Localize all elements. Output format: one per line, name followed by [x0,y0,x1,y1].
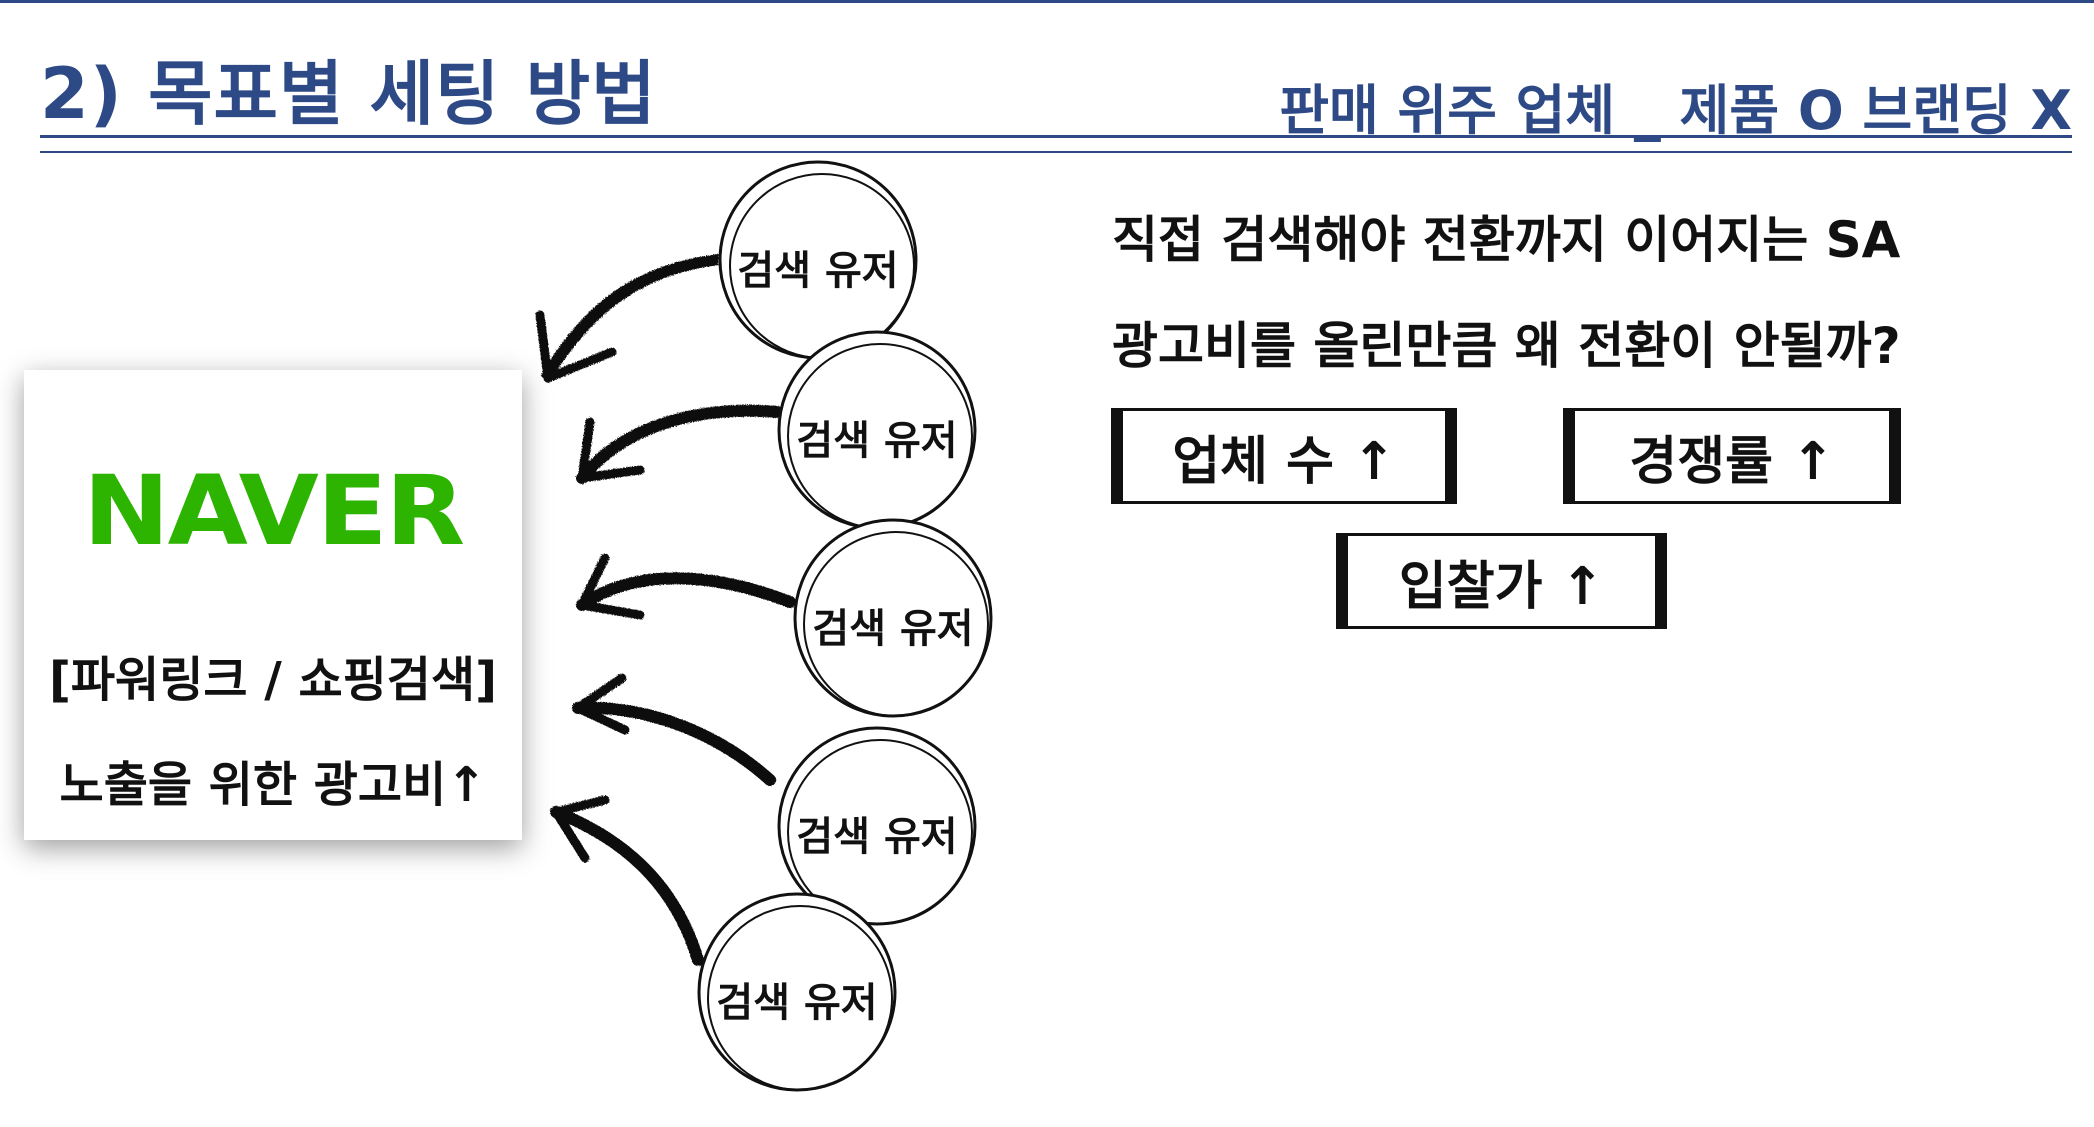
question-line-1: 직접 검색해야 전환까지 이어지는 SA [1112,211,1901,269]
factor-box-competition-rate: 경쟁률 ↑ [1563,408,1901,504]
factor-box-competitor-count: 업체 수 ↑ [1111,408,1457,504]
search-user-circle-3 [793,518,993,718]
arrow-3 [576,553,796,620]
search-user-label-5: 검색 유저 [716,980,878,1026]
naver-card-line-1: [파워링크 / 쇼핑검색] [48,652,498,708]
search-user-label-2: 검색 유저 [796,418,958,464]
header-rule [40,135,2072,138]
arrow-5 [550,795,704,966]
search-user-circle-5 [697,892,897,1092]
slide-title: 2) 목표별 세팅 방법 [40,53,657,135]
search-user-label-1: 검색 유저 [737,248,899,294]
naver-card: NAVER [파워링크 / 쇼핑검색] 노출을 위한 광고비↑ [24,370,522,840]
arrow-1 [535,254,719,384]
header-rule-thin [40,151,2072,153]
slide-subtitle: 판매 위주 업체 _ 제품 O 브랜딩 X [1279,79,2072,142]
search-user-label-4: 검색 유저 [796,814,958,860]
search-user-circle-4 [777,726,977,926]
arrow-2 [576,404,783,484]
search-user-label-3: 검색 유저 [812,606,974,652]
factor-box-bid-price: 입찰가 ↑ [1336,533,1667,629]
naver-logo: NAVER [82,455,465,567]
arrow-4 [572,673,776,786]
top-rule [0,0,2094,3]
naver-card-line-2: 노출을 위한 광고비↑ [59,757,487,813]
question-line-2: 광고비를 올린만큼 왜 전환이 안될까? [1112,317,1901,375]
